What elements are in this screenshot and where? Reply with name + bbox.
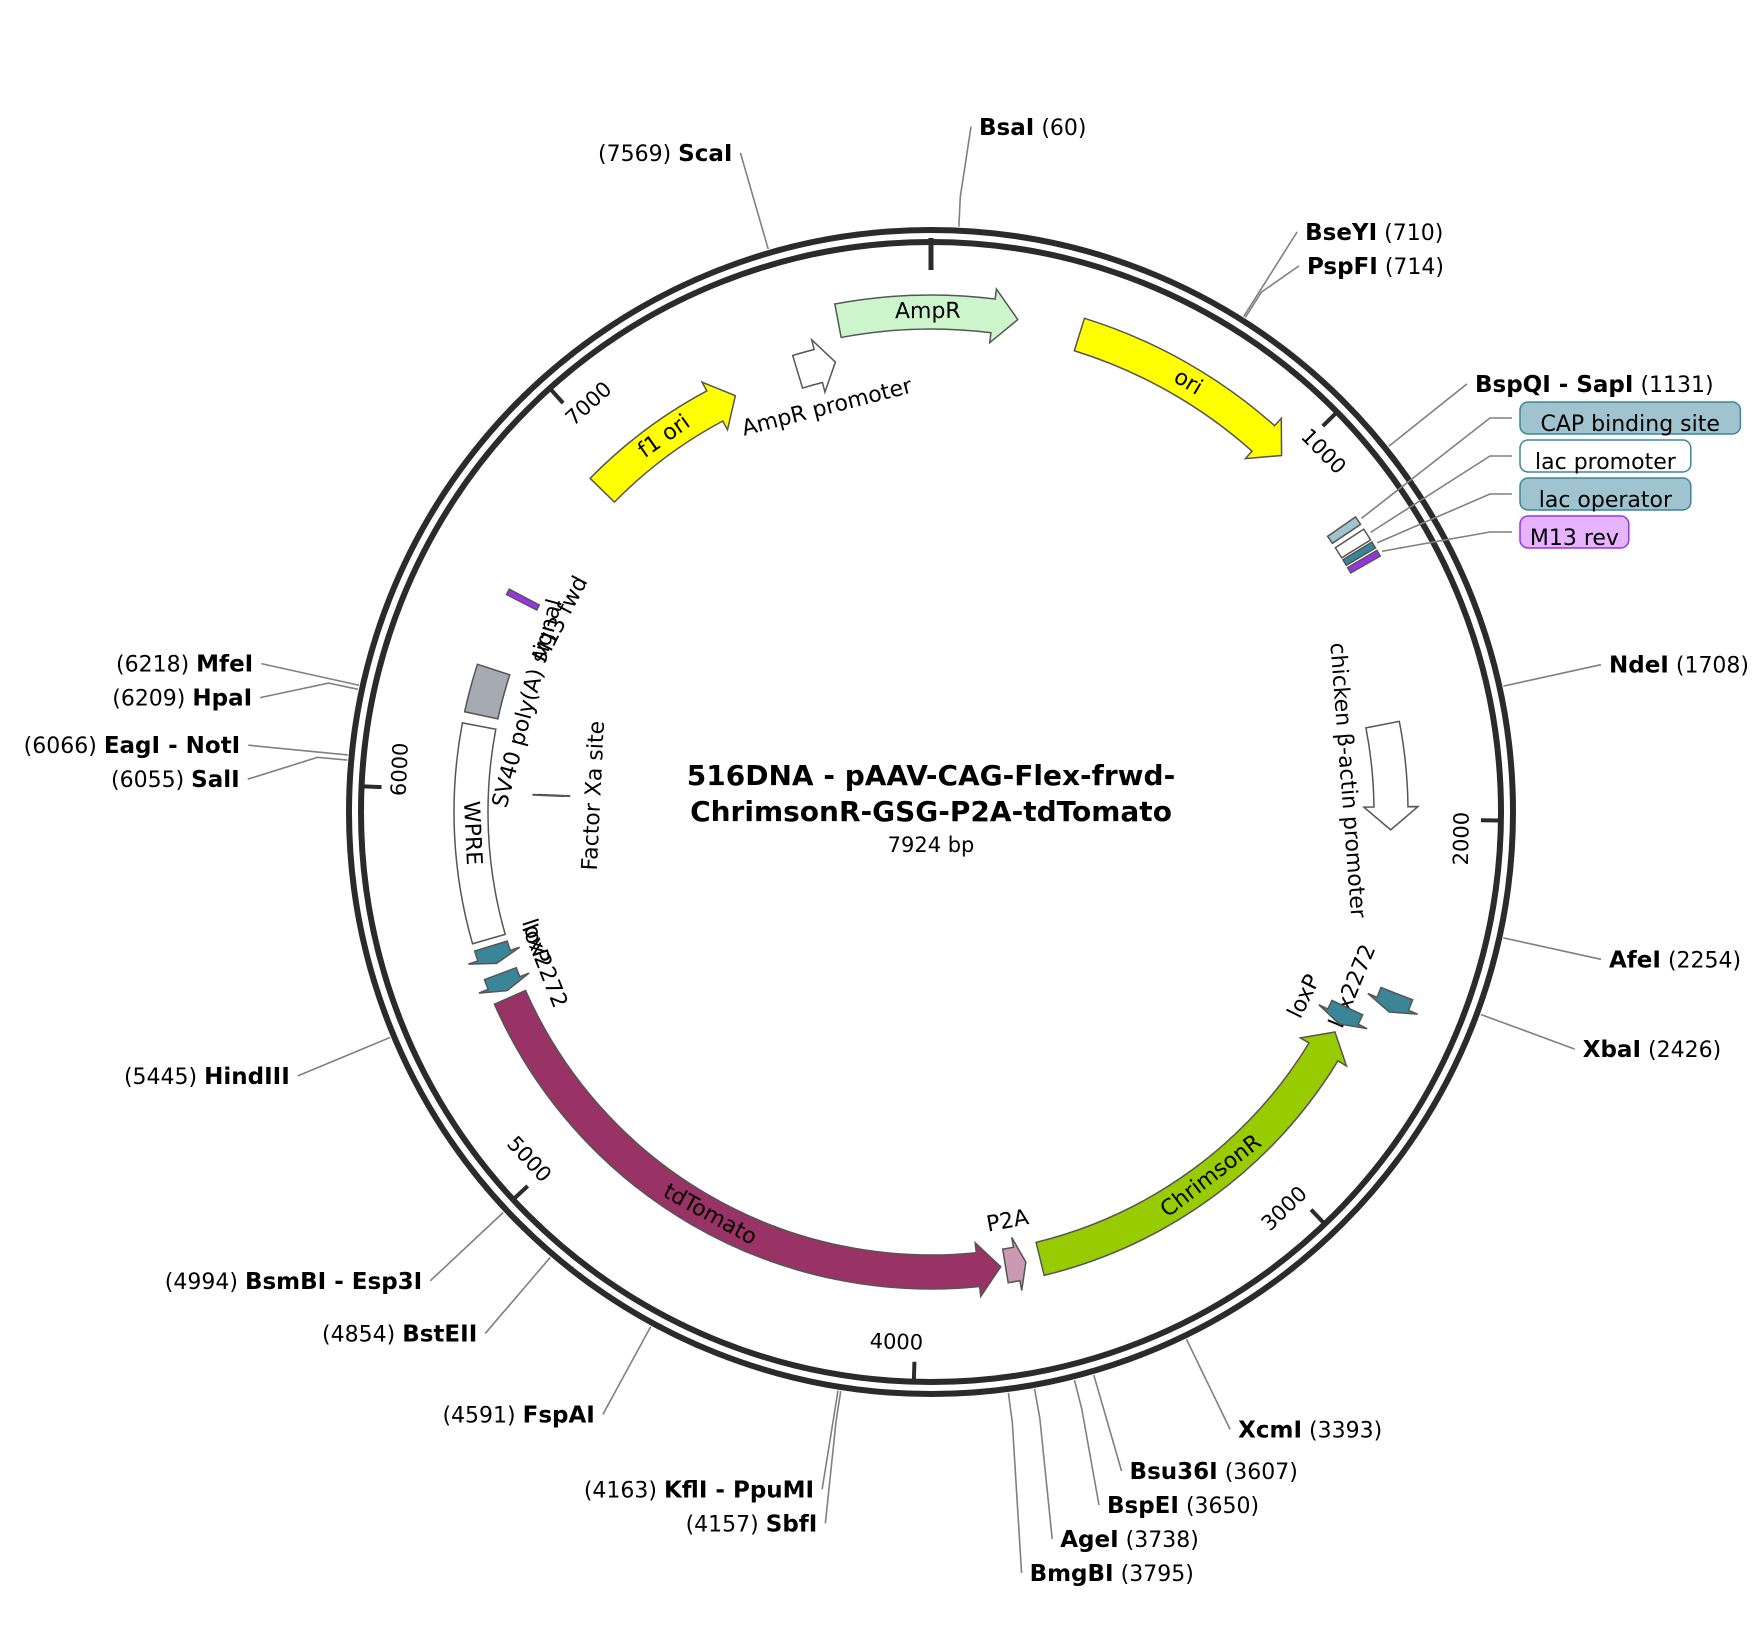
callout-m13-rev: M13 rev <box>1381 515 1630 553</box>
callout-lac-promoter: lac promoter <box>1370 439 1692 534</box>
tick-4000 <box>911 1361 917 1380</box>
tick-label-5000: 5000 <box>502 1131 556 1187</box>
site-label-xbai: XbaI (2426) <box>1583 1037 1721 1063</box>
site-ndei: NdeI (1708) <box>1503 653 1749 687</box>
tick-1000 <box>1321 411 1338 428</box>
tick-label-1000: 1000 <box>1296 424 1351 479</box>
site-label-ndei: NdeI (1708) <box>1609 653 1749 679</box>
site-label-kfli-ppumi: (4163) KflI - PpuMI <box>584 1477 814 1503</box>
feature-cap-binding-site <box>1326 515 1362 545</box>
site-label-bseyi: BseYI (710) <box>1305 220 1443 246</box>
callout-label-m13-rev: M13 rev <box>1530 526 1619 551</box>
feature-ori: ori <box>1073 317 1283 460</box>
tick-label-4000: 4000 <box>869 1329 923 1355</box>
site-label-afei: AfeI (2254) <box>1609 947 1741 973</box>
map-center: 516DNA - pAAV-CAG-Flex-frwd- ChrimsonR-G… <box>687 759 1175 857</box>
backbone <box>346 227 1516 1397</box>
tick-label-2000: 2000 <box>1449 812 1474 866</box>
site-label-sali: (6055) SalI <box>111 767 240 793</box>
site-bsteii: (4854) BstEII <box>322 1256 551 1347</box>
site-afei: AfeI (2254) <box>1503 937 1741 973</box>
feature-m13-fwd: M13 fwd <box>505 572 593 666</box>
site-bseyi: BseYI (710) <box>1243 220 1443 317</box>
feature-m13-rev <box>1346 549 1382 574</box>
tick-7000 <box>549 388 565 405</box>
site-scai: (7569) ScaI <box>598 141 769 250</box>
feature-label-p2a-12: P2A <box>985 1205 1031 1237</box>
callout-label-cap-binding-site: CAP binding site <box>1540 412 1719 437</box>
site-eagi-noti: (6066) EagI - NotI <box>24 733 348 759</box>
backbone-outer-ring <box>346 227 1516 1397</box>
site-label-eagi-noti: (6066) EagI - NotI <box>24 733 241 759</box>
features: AmpR AmpR promoter ori f1 ori chicken β-acti… <box>453 287 1742 1299</box>
site-bsmbi-esp3i: (4994) BsmBI - Esp3I <box>165 1211 504 1295</box>
site-xbai: XbaI (2426) <box>1480 1013 1721 1063</box>
site-label-mfei: (6218) MfeI <box>116 652 253 678</box>
callout-cap-binding-site: CAP binding site <box>1360 401 1742 520</box>
site-agei: AgeI (3738) <box>1033 1388 1199 1553</box>
feature-label-ampr-0: AmpR <box>895 299 961 324</box>
feature-lac-promoter <box>1334 528 1372 559</box>
feature-label-chrimsonr-11: ChrimsonR <box>1156 1130 1266 1223</box>
site-pspfi: PspFI (714) <box>1244 254 1444 318</box>
feature-chicken-actin-promoter: chicken β-actin promoter <box>1324 642 1421 920</box>
feature-label-chicken-actin-promoter-8: chicken β-actin promoter <box>1324 642 1370 920</box>
site-label-scai: (7569) ScaI <box>598 141 732 167</box>
feature-ampr-promoter: AmpR promoter <box>739 337 916 442</box>
map-size-label: 7924 bp <box>888 833 975 857</box>
tick-marks: 1000 2000 3000 4000 5000 6000 7000 <box>363 377 1499 1380</box>
site-label-bsai: BsaI (60) <box>979 115 1086 141</box>
feature-label-wpre-16: WPRE <box>458 800 486 865</box>
map-title-line-2: ChrimsonR-GSG-P2A-tdTomato <box>690 795 1172 828</box>
callout-label-lac-promoter: lac promoter <box>1535 450 1677 475</box>
site-hindiii: (5445) HindIII <box>124 1036 391 1090</box>
feature-f1-ori: f1 ori <box>589 380 737 504</box>
site-bsai: BsaI (60) <box>958 115 1086 227</box>
feature-label-factor-xa-site-19: Factor Xa site <box>578 720 610 871</box>
site-label-agei: AgeI (3738) <box>1060 1527 1199 1553</box>
site-bmgbi: BmgBI (3795) <box>1007 1392 1194 1587</box>
callout-lac-operator: lac operator <box>1376 477 1692 544</box>
site-label-hindiii: (5445) HindIII <box>124 1064 290 1090</box>
feature-label-loxp-10: loxP <box>1283 971 1325 1023</box>
tick-6000 <box>363 784 382 790</box>
feature-wpre: WPRE <box>453 722 507 945</box>
site-label-bsteii: (4854) BstEII <box>322 1321 477 1347</box>
tick-label-6000: 6000 <box>387 742 413 796</box>
site-label-bmgbi: BmgBI (3795) <box>1030 1561 1194 1587</box>
tick-5000 <box>513 1184 530 1200</box>
tick-3000 <box>1309 1208 1325 1224</box>
site-sali: (6055) SalI <box>111 756 348 793</box>
feature-ampr: AmpR <box>833 287 1019 345</box>
site-label-xcmi: XcmI (3393) <box>1238 1417 1382 1443</box>
site-label-fspai: (4591) FspAI <box>442 1402 594 1428</box>
site-fspai: (4591) FspAI <box>442 1326 652 1428</box>
callout-label-lac-operator: lac operator <box>1539 488 1673 513</box>
site-kfli-ppumi: (4163) KflI - PpuMI <box>584 1390 839 1503</box>
site-label-bsmbi-esp3i: (4994) BsmBI - Esp3I <box>165 1269 422 1295</box>
feature-chrimsonr: ChrimsonR <box>1035 1031 1348 1277</box>
tick-label-3000: 3000 <box>1257 1181 1312 1235</box>
site-hpai: (6209) HpaI <box>112 682 359 712</box>
site-label-bsu36i: Bsu36I (3607) <box>1130 1459 1298 1485</box>
feature-lac-operator <box>1341 540 1377 567</box>
site-label-sbfi: (4157) SbfI <box>686 1511 818 1537</box>
site-label-bspei: BspEI (3650) <box>1107 1493 1259 1519</box>
site-label-bspqi-sapi: BspQI - SapI (1131) <box>1475 372 1714 398</box>
map-title-line-1: 516DNA - pAAV-CAG-Flex-frwd- <box>687 759 1175 792</box>
site-bspei: BspEI (3650) <box>1073 1379 1259 1519</box>
site-xcmi: XcmI (3393) <box>1185 1339 1382 1443</box>
site-mfei: (6218) MfeI <box>116 652 360 687</box>
site-sbfi: (4157) SbfI <box>686 1390 842 1537</box>
feature-factor-xa-site: Factor Xa site <box>532 720 610 871</box>
site-bsu36i: Bsu36I (3607) <box>1093 1374 1298 1485</box>
site-bspqi-sapi: BspQI - SapI (1131) <box>1388 372 1714 447</box>
restriction-sites: BsaI (60) BseYI (710) PspFI (714) BspQI - S… <box>24 115 1749 1587</box>
site-label-hpai: (6209) HpaI <box>112 686 252 712</box>
site-label-pspfi: PspFI (714) <box>1307 254 1444 280</box>
tick-label-7000: 7000 <box>561 377 617 431</box>
